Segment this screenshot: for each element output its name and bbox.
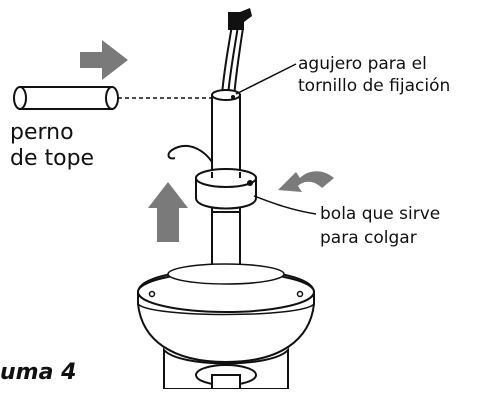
hanger-ball-label-line2: para colgar: [320, 228, 417, 248]
ground-wire: [167, 145, 215, 166]
curved-arrow-icon: [278, 171, 334, 192]
stop-pin-label-line1: perno: [10, 120, 74, 145]
stop-pin: [13, 86, 119, 110]
wire-bundle: [221, 24, 244, 98]
right-arrow-icon: [80, 40, 128, 80]
ball-pin-hole: [247, 180, 253, 186]
up-arrow-icon: [148, 182, 188, 242]
hanger-ball-label-line1: bola que sirve: [320, 204, 441, 224]
canopy: [137, 263, 315, 390]
screw-hole-leader: [235, 63, 297, 95]
screw-hole: [231, 95, 235, 99]
hanger-ball: [195, 168, 257, 210]
wire-connector: [228, 8, 252, 30]
hanger-ball-leader: [253, 195, 317, 215]
screw-hole-label-line2: tornillo de fijación: [298, 76, 451, 96]
stop-pin-label-line2: de tope: [10, 146, 95, 171]
figure-caption: uma 4: [0, 360, 77, 385]
screw-hole-label-line1: agujero para el: [298, 54, 427, 74]
